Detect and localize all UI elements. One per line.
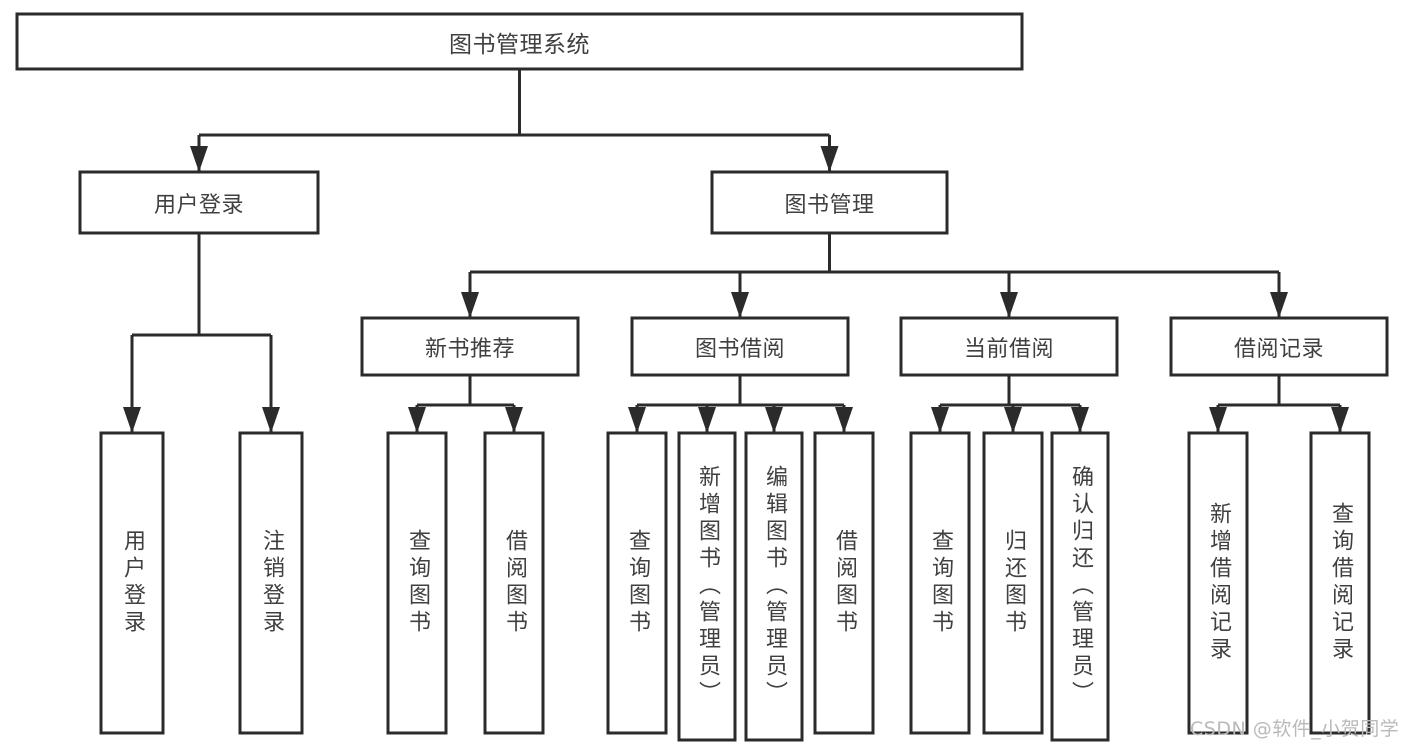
node-box-leaf-9-归还图书[interactable] <box>982 431 1044 735</box>
node-box-leaf-11-新增借阅记录[interactable] <box>1187 431 1249 735</box>
node-box-leaf-1-注销登录[interactable] <box>238 431 304 735</box>
arrow-head-icon-leaf-11 <box>1209 407 1227 433</box>
arrow-head-icon-leaf-6 <box>765 407 783 433</box>
node-box-leaf-4-查询图书[interactable] <box>606 431 668 735</box>
arrow-head-icon-l1-1 <box>820 146 839 172</box>
arrow-head-icon-leaf-12 <box>1331 407 1349 433</box>
node-box-leaf-12-查询借阅记录[interactable] <box>1309 431 1371 735</box>
node-box-leaf-8-查询图书[interactable] <box>909 431 971 735</box>
watermark-text: CSDN @软件_小贺同学 <box>1190 718 1400 740</box>
node-box-当前借阅[interactable] <box>899 316 1119 377</box>
arrow-head-icon-leaf-7 <box>835 407 853 433</box>
node-boxes <box>15 12 1389 742</box>
node-box-leaf-0-用户登录[interactable] <box>99 431 165 735</box>
arrow-head-icon-l2-0 <box>461 292 479 318</box>
node-box-用户登录[interactable] <box>78 170 320 235</box>
node-box-root[interactable] <box>15 12 1024 71</box>
arrow-head-icon-leaf-10 <box>1071 407 1089 433</box>
arrow-head-icon-leaf-8 <box>931 407 949 433</box>
node-box-leaf-3-借阅图书[interactable] <box>483 431 545 735</box>
arrow-head-icon-l1-0 <box>190 146 208 172</box>
arrow-head-icon-leaf-2 <box>408 407 426 433</box>
arrow-head-icon-l2-3 <box>1270 292 1288 318</box>
node-box-leaf-7-借阅图书[interactable] <box>813 431 875 735</box>
arrow-head-icon-leaf-5 <box>698 407 716 433</box>
node-box-图书管理[interactable] <box>710 170 949 235</box>
node-box-新书推荐[interactable] <box>360 316 580 377</box>
node-box-leaf-10-确认归还管理员[interactable] <box>1050 431 1110 742</box>
connector-lines <box>123 69 1349 433</box>
arrow-head-icon-leaf-4 <box>628 407 646 433</box>
arrow-head-icon-leaf-9 <box>1004 407 1022 433</box>
node-box-图书借阅[interactable] <box>630 316 850 377</box>
node-box-leaf-5-新增图书管理员[interactable] <box>677 431 737 742</box>
arrow-head-icon-leaf-0 <box>123 407 141 433</box>
arrow-head-icon-leaf-3 <box>505 407 523 433</box>
node-box-leaf-6-编辑图书管理员[interactable] <box>744 431 804 742</box>
arrow-head-icon-l2-2 <box>1000 292 1018 318</box>
node-box-leaf-2-查询图书[interactable] <box>386 431 448 735</box>
arrow-head-icon-leaf-1 <box>262 407 280 433</box>
node-box-借阅记录[interactable] <box>1169 316 1389 377</box>
arrow-head-icon-l2-1 <box>731 292 749 318</box>
